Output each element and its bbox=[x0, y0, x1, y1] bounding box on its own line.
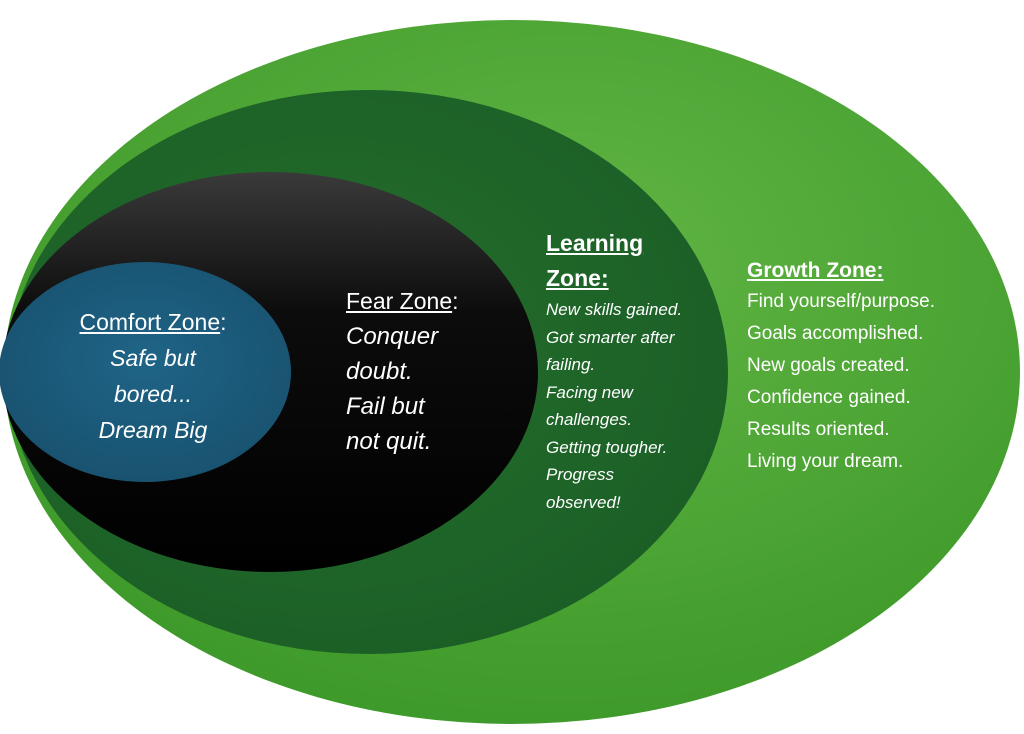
comfort-zone-colon: : bbox=[220, 309, 227, 335]
comfort-zone-line: Safe but bbox=[110, 345, 196, 371]
learning-zone-line: Getting tougher. bbox=[546, 437, 668, 457]
growth-zone-line: Confidence gained. bbox=[747, 387, 911, 408]
comfort-zone-line: bored... bbox=[114, 381, 192, 407]
fear-zone-label: Fear Zone: Conquer doubt. Fail but not q… bbox=[346, 284, 459, 459]
learning-zone-title: Learning bbox=[546, 230, 644, 256]
growth-zone-line: Find yourself/purpose. bbox=[747, 291, 935, 312]
fear-zone-line: Conquer bbox=[346, 323, 439, 350]
learning-zone-line: Got smarter after bbox=[546, 327, 675, 347]
growth-zone-line: Goals accomplished. bbox=[747, 323, 924, 344]
learning-zone-line: Facing new bbox=[546, 382, 633, 402]
fear-zone-colon: : bbox=[452, 288, 459, 314]
learning-zone-line: observed! bbox=[546, 492, 621, 512]
growth-zone-label: Growth Zone: Find yourself/purpose. Goal… bbox=[747, 255, 935, 478]
fear-zone-title: Fear Zone bbox=[346, 288, 453, 314]
learning-zone-label: Learning Zone: New skills gained. Got sm… bbox=[546, 226, 682, 516]
growth-zone-line: New goals created. bbox=[747, 355, 910, 376]
learning-zone-line: failing. bbox=[546, 355, 596, 374]
fear-zone-line: Fail but bbox=[346, 393, 425, 420]
fear-zone-line: not quit. bbox=[346, 428, 432, 455]
comfort-zone-title: Comfort Zone bbox=[79, 309, 221, 335]
comfort-zone-line: Dream Big bbox=[98, 417, 208, 443]
learning-zone-title: Zone: bbox=[546, 265, 609, 291]
learning-zone-line: New skills gained. bbox=[546, 300, 683, 319]
learning-zone-line: Progress bbox=[546, 465, 615, 484]
growth-zone-title: Growth Zone: bbox=[747, 259, 884, 282]
learning-zone-line: challenges. bbox=[546, 410, 633, 429]
comfort-zone-label: Comfort Zone: Safe but bored... Dream Bi… bbox=[18, 304, 288, 448]
growth-zone-line: Results oriented. bbox=[747, 419, 890, 440]
fear-zone-line: doubt. bbox=[346, 358, 413, 385]
comfort-zone-ellipse bbox=[0, 262, 291, 482]
growth-zone-line: Living your dream. bbox=[747, 451, 904, 472]
